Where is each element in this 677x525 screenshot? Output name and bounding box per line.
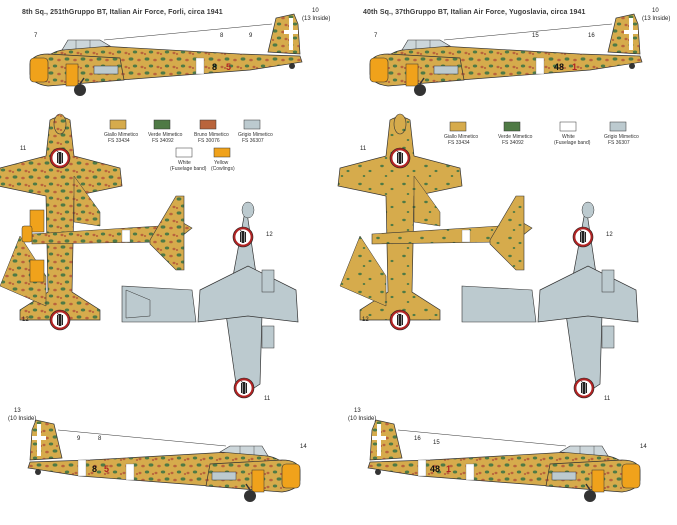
- profile-caption-right: 40th Sq., 37thGruppo BT, Italian Air For…: [363, 9, 586, 16]
- right-callout-13-inside: (10 Inside): [348, 416, 376, 422]
- right-lower-code-letter: 1: [446, 464, 451, 474]
- right-plan-fuselage: [371, 195, 533, 271]
- right-callout-7: 7: [374, 33, 378, 39]
- legend-swatch: Verde Mimetico FS 34092: [498, 121, 533, 146]
- left-lower-code-number: 8: [92, 464, 97, 474]
- swatch-color: [109, 119, 127, 130]
- legend-swatch: Bruno Mimetico FS 30076: [194, 119, 229, 144]
- svg-text:FS 36307: FS 36307: [608, 140, 630, 146]
- left-callout-9b: 9: [77, 436, 81, 442]
- left-plan-fuselage: [21, 195, 193, 271]
- left-callout-8: 8: [220, 33, 224, 39]
- svg-text:Verde Mimetico: Verde Mimetico: [148, 132, 183, 138]
- left-callout-13: 13: [14, 408, 21, 414]
- left-callout-8b: 8: [98, 436, 102, 442]
- svg-text:White: White: [178, 160, 191, 166]
- legend-swatch: Yellow (Cowlings): [211, 147, 235, 172]
- right-callout-16: 16: [588, 33, 595, 39]
- legend-swatch: Giallo Mimetico FS 33434: [104, 119, 138, 144]
- left-callout-10: 10: [312, 8, 319, 14]
- right-callout-12: 12: [362, 317, 369, 323]
- right-callout-11: 11: [360, 146, 367, 152]
- left-underside-plan-view: [121, 201, 299, 399]
- right-color-legend: Giallo Mimetico FS 33434 Verde Mimetico …: [444, 121, 639, 146]
- left-callout-11: 11: [20, 146, 27, 152]
- left-callout-10-inside: (13 Inside): [302, 16, 330, 22]
- left-callout-12b: 12: [266, 232, 273, 238]
- legend-swatch: Giallo Mimetico FS 33434: [444, 121, 478, 146]
- right-callout-15b: 15: [433, 440, 440, 446]
- svg-text:(Fuselage band): (Fuselage band): [554, 140, 591, 146]
- right-callout-11b: 11: [604, 396, 611, 402]
- legend-swatch: White (Fuselage band): [170, 147, 207, 172]
- svg-text:FS 36307: FS 36307: [242, 138, 264, 144]
- left-callout-14: 14: [300, 444, 307, 450]
- svg-text:Grigio Mimetico: Grigio Mimetico: [604, 134, 639, 140]
- right-upper-plan-view: [337, 113, 463, 331]
- left-lower-code-letter: 5: [104, 464, 109, 474]
- right-lower-code-number: 48: [430, 464, 440, 474]
- right-callout-15: 15: [532, 33, 539, 39]
- svg-text:Grigio Mimetico: Grigio Mimetico: [238, 132, 273, 138]
- svg-text:FS 33434: FS 33434: [108, 138, 130, 144]
- svg-text:(Fuselage band): (Fuselage band): [170, 166, 207, 172]
- svg-text:Verde Mimetico: Verde Mimetico: [498, 134, 533, 140]
- left-callout-7: 7: [34, 33, 38, 39]
- legend-swatch: Verde Mimetico FS 34092: [148, 119, 183, 144]
- svg-text:Bruno Mimetico: Bruno Mimetico: [194, 132, 229, 138]
- right-code-letter: 1: [572, 62, 577, 72]
- right-callout-10: 10: [652, 8, 659, 14]
- svg-text:Yellow: Yellow: [214, 160, 229, 166]
- legend-swatch: White (Fuselage band): [554, 121, 591, 146]
- right-code-number: 48: [554, 62, 564, 72]
- left-callout-9: 9: [249, 33, 253, 39]
- left-callout-11b: 11: [264, 396, 271, 402]
- right-callout-13: 13: [354, 408, 361, 414]
- legend-swatch: Grigio Mimetico FS 36307: [604, 121, 639, 146]
- svg-text:Giallo Mimetico: Giallo Mimetico: [444, 134, 478, 140]
- svg-text:Giallo Mimetico: Giallo Mimetico: [104, 132, 138, 138]
- right-callout-12b: 12: [606, 232, 613, 238]
- right-side-profile-bottom: [367, 419, 641, 503]
- svg-text:FS 34092: FS 34092: [152, 138, 174, 144]
- svg-text:White: White: [562, 134, 575, 140]
- left-color-legend: Giallo Mimetico FS 33434 Verde Mimetico …: [104, 119, 273, 172]
- svg-text:(Cowlings): (Cowlings): [211, 166, 235, 172]
- right-side-profile-top: 48 1: [369, 13, 643, 97]
- profile-caption-left: 8th Sq., 251thGruppo BT, Italian Air For…: [22, 9, 223, 16]
- right-underside-plan-view: [461, 201, 639, 399]
- legend-swatch: Grigio Mimetico FS 36307: [238, 119, 273, 144]
- left-callout-13-inside: (10 Inside): [8, 416, 36, 422]
- svg-text:FS 33434: FS 33434: [448, 140, 470, 146]
- left-callout-12: 12: [22, 317, 29, 323]
- left-upper-plan-view: [0, 113, 123, 331]
- left-side-profile-top: 8 5: [29, 13, 303, 97]
- svg-text:FS 34092: FS 34092: [502, 140, 524, 146]
- right-callout-10-inside: (13 Inside): [642, 16, 670, 22]
- svg-text:FS 30076: FS 30076: [198, 138, 220, 144]
- right-callout-14: 14: [640, 444, 647, 450]
- left-code-letter: 5: [226, 62, 231, 72]
- left-side-profile-bottom: [27, 419, 301, 503]
- right-callout-16b: 16: [414, 436, 421, 442]
- left-code-number: 8: [212, 62, 217, 72]
